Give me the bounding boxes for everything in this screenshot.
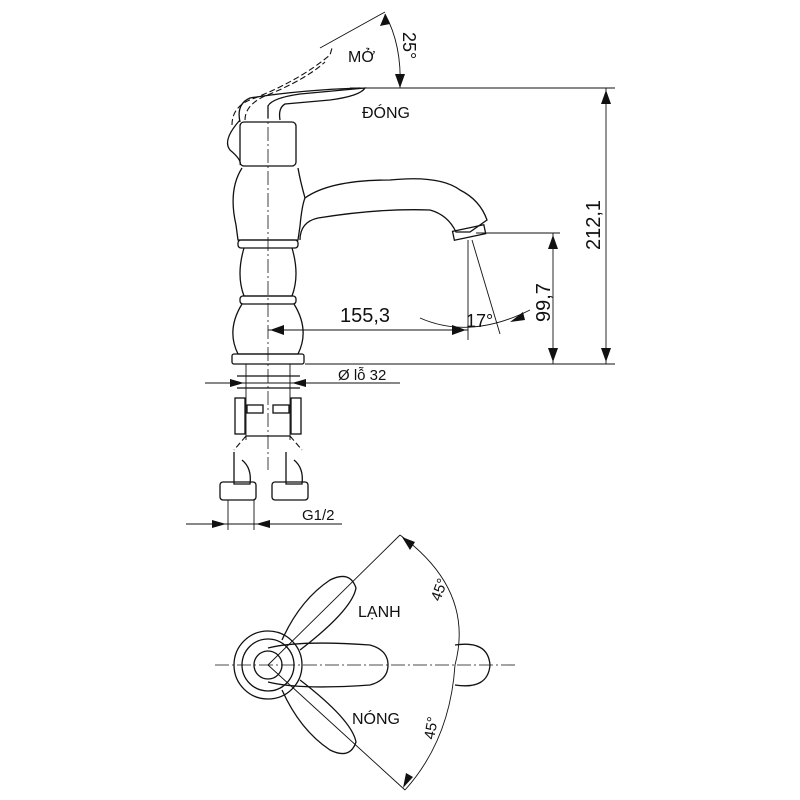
cold-angle-label: 45° — [428, 576, 452, 603]
thread-size-label: G1/2 — [302, 507, 335, 524]
handle-angle-label: 25° — [399, 32, 419, 59]
base-inner-circle — [241, 638, 295, 692]
cartridge-circle — [253, 650, 283, 680]
lower-ring — [239, 295, 297, 305]
rotation-arc — [399, 534, 460, 791]
nut-left — [219, 481, 257, 501]
lever-base — [226, 119, 241, 166]
water-stream-line — [471, 239, 501, 335]
spout-neck — [297, 167, 306, 199]
base-flange — [231, 353, 305, 365]
cold-label: LẠNH — [358, 604, 401, 621]
open-label: MỞ — [348, 47, 375, 66]
lever-center-position — [267, 642, 389, 688]
lever-cold-position — [281, 575, 357, 651]
cold-limit-line — [267, 534, 401, 666]
angle-arc-17 — [419, 309, 531, 328]
spout-angle-label: 17° — [466, 311, 493, 331]
mount-bolt-right — [290, 397, 302, 435]
upper-ring — [237, 239, 299, 249]
lever-tip — [454, 643, 491, 687]
spout — [232, 167, 488, 241]
total-height-label: 212,1 — [583, 200, 605, 250]
closed-label: ĐÓNG — [362, 103, 410, 122]
base-outer-circle — [233, 630, 303, 700]
spout-reach-label: 155,3 — [340, 305, 390, 327]
hot-angle-label: 45° — [421, 715, 442, 740]
lever-open — [231, 47, 333, 126]
lever-closed — [267, 87, 367, 121]
open-angle-line — [319, 11, 386, 49]
cartridge-cap — [239, 121, 297, 167]
side-view: MỞ ĐÓNG 25° 212,1 99,7 155,3 17° Ø lỗ 32… — [186, 11, 615, 530]
aerator — [451, 223, 487, 241]
spout-height-label: 99,7 — [533, 283, 555, 322]
lever-closed-back — [238, 87, 361, 123]
mount-bolt-left — [234, 397, 246, 435]
lever-open-inner — [244, 61, 326, 121]
hose-left — [233, 452, 251, 485]
top-view: LẠNH NÓNG 45° 45° — [215, 534, 515, 791]
hose-right — [285, 452, 303, 485]
hot-label: NÓNG — [352, 709, 400, 728]
hoses — [233, 435, 303, 451]
lever-hot-position — [281, 679, 357, 755]
nut-right — [271, 481, 309, 501]
hole-diameter-label: Ø lỗ 32 — [338, 367, 386, 384]
